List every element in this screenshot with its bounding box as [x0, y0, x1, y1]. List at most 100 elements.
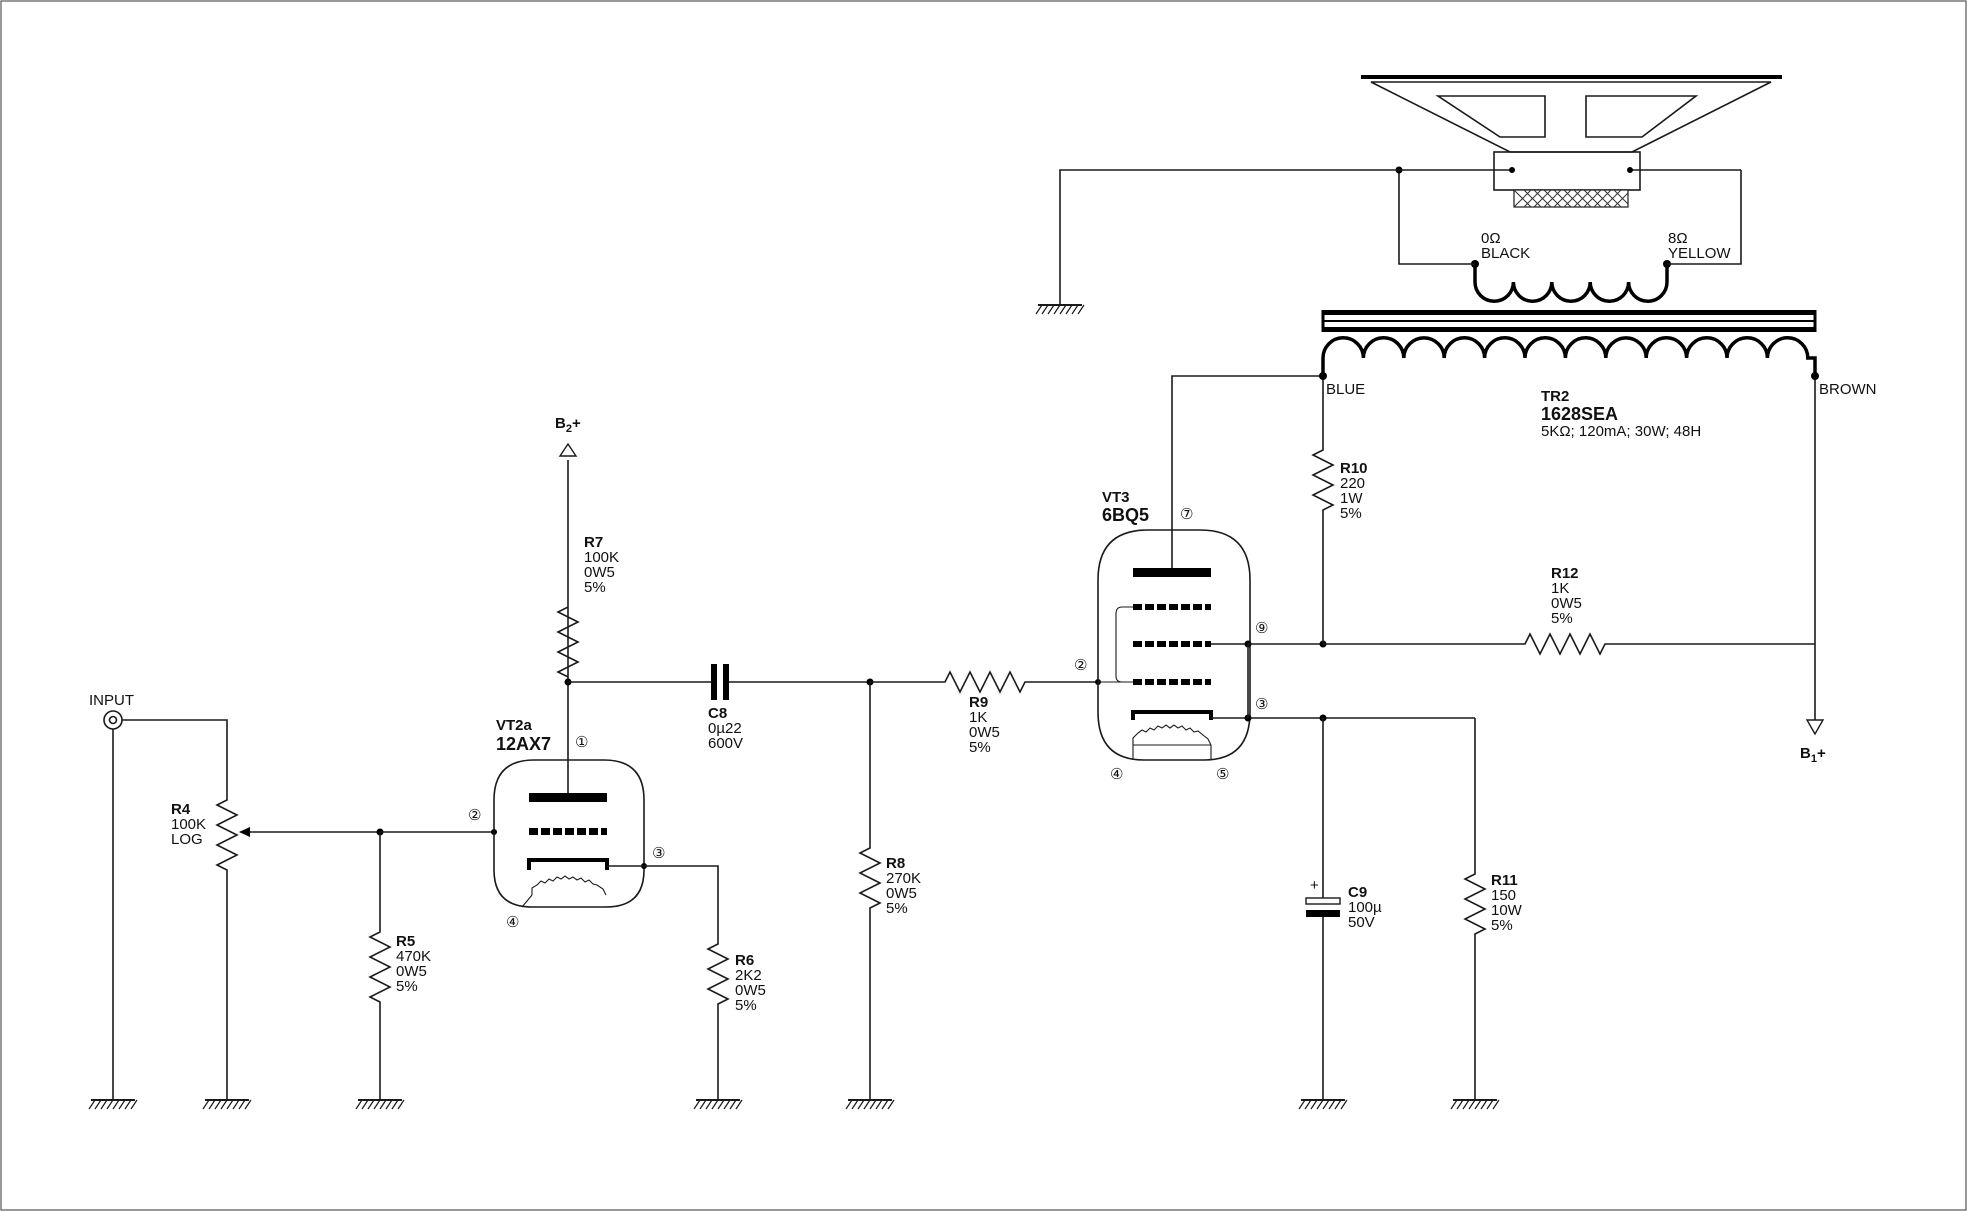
vt2a-tube: [493, 759, 645, 908]
vt3-pin-grid: ②: [1074, 656, 1087, 674]
vt3-pin-cathode: ③: [1255, 695, 1268, 713]
tr2-secondary-winding: [1471, 260, 1671, 303]
r9-resistor: [870, 670, 1098, 694]
tr2-ref: TR2: [1541, 388, 1569, 405]
vt3-anode-wire: [1171, 375, 1323, 568]
tr2-spec: 5KΩ; 120mA; 30W; 48H: [1541, 423, 1701, 440]
vt2a-pin-heater: ④: [506, 913, 519, 931]
b1-supply-label: B1+: [1800, 745, 1826, 765]
vt2a-pin-anode: ①: [575, 733, 588, 751]
vt3-tube: [1097, 529, 1251, 761]
speaker-icon: [1361, 75, 1782, 208]
secondary-right-ohm: 8Ω: [1668, 230, 1688, 247]
tr2-primary-winding: [1319, 336, 1819, 380]
r10-power: 1W: [1340, 490, 1363, 507]
r9-power: 0W5: [969, 724, 1000, 741]
c8-capacitor: [711, 664, 729, 700]
input-jack[interactable]: [103, 710, 123, 730]
c9-voltage: 50V: [1348, 914, 1375, 931]
vt3-pin-anode: ⑦: [1180, 505, 1193, 523]
r5-ref: R5: [396, 933, 415, 950]
vt2a-pin-cathode: ③: [652, 844, 665, 862]
vt3-pin-heater-a: ④: [1110, 765, 1123, 783]
vt3-pin-screen: ⑨: [1255, 619, 1268, 637]
r4-ref: R4: [171, 801, 191, 818]
primary-left-color: BLUE: [1326, 381, 1365, 398]
r11-resistor: [1463, 718, 1487, 1100]
r7-tolerance: 5%: [584, 579, 606, 596]
r10-tolerance: 5%: [1340, 505, 1362, 522]
c9-capacitor: [1305, 897, 1341, 917]
r12-tolerance: 5%: [1551, 610, 1573, 627]
r10-resistor: [1311, 376, 1335, 644]
ground-icon: [1035, 304, 1085, 315]
secondary-right-color: YELLOW: [1668, 245, 1731, 262]
r4-potentiometer: [215, 792, 239, 1100]
ground-icon: [693, 1099, 743, 1110]
r7-power: 0W5: [584, 564, 615, 581]
r10-ref: R10: [1340, 460, 1368, 477]
supply-arrow-icon: [558, 442, 578, 457]
svg-text:B2+: B2+: [555, 415, 581, 435]
r6-tolerance: 5%: [735, 997, 757, 1014]
r11-ref: R11: [1491, 872, 1518, 889]
c9-polarity: +: [1310, 877, 1319, 894]
wiper-arrow-icon: [239, 827, 250, 837]
r12-value: 1K: [1551, 580, 1569, 597]
r6-power: 0W5: [735, 982, 766, 999]
supply-arrow-icon: [1805, 719, 1825, 736]
r6-ref: R6: [735, 952, 754, 969]
ground-icon: [845, 1099, 895, 1110]
vt2a-pin-grid: ②: [468, 806, 481, 824]
r9-tolerance: 5%: [969, 739, 991, 756]
r8-value: 270K: [886, 870, 921, 887]
vt2a-ref: VT2a: [496, 717, 533, 734]
input-label: INPUT: [89, 692, 134, 709]
b2-supply-label: B2+: [555, 415, 581, 435]
speaker-wire-left: [1398, 170, 1475, 265]
r7-ref: R7: [584, 534, 603, 551]
c8-voltage: 600V: [708, 735, 743, 752]
r5-value: 470K: [396, 948, 431, 965]
r4-taper: LOG: [171, 831, 203, 848]
ground-icon: [1450, 1099, 1500, 1110]
r12-resistor: [1323, 632, 1815, 656]
r5-resistor: [368, 832, 392, 1100]
r4-value: 100K: [171, 816, 206, 833]
r5-tolerance: 5%: [396, 978, 418, 995]
c8-ref: C8: [708, 705, 727, 722]
ground-icon: [202, 1099, 252, 1110]
r6-value: 2K2: [735, 967, 762, 984]
r5-power: 0W5: [396, 963, 427, 980]
c9-ref: C9: [1348, 884, 1367, 901]
r7-value: 100K: [584, 549, 619, 566]
speaker-wire-right: [1667, 170, 1742, 265]
svg-text:B1+: B1+: [1800, 745, 1826, 765]
tr2-part: 1628SEA: [1541, 404, 1618, 424]
c8-value: 0µ22: [708, 720, 742, 737]
r12-ref: R12: [1551, 565, 1579, 582]
ground-icon: [88, 1099, 138, 1110]
r8-resistor: [858, 682, 882, 1100]
ground-icon: [355, 1099, 405, 1110]
r12-power: 0W5: [1551, 595, 1582, 612]
secondary-left-ohm: 0Ω: [1481, 230, 1501, 247]
secondary-left-color: BLACK: [1481, 245, 1530, 262]
vt3-type: 6BQ5: [1102, 505, 1149, 525]
r8-power: 0W5: [886, 885, 917, 902]
r6-resistor: [607, 865, 730, 1100]
r9-value: 1K: [969, 709, 987, 726]
r10-value: 220: [1340, 475, 1365, 492]
speaker-ground-wire: [1059, 169, 1399, 305]
r9-ref: R9: [969, 694, 988, 711]
r11-value: 150: [1491, 887, 1516, 904]
c9-value: 100µ: [1348, 899, 1382, 916]
ground-icon: [1298, 1099, 1348, 1110]
primary-right-color: BROWN: [1819, 381, 1877, 398]
input-wire: [122, 719, 228, 792]
vt3-pin-heater-b: ⑤: [1216, 765, 1229, 783]
vt2a-type: 12AX7: [496, 734, 551, 754]
r7-resistor: [556, 460, 580, 760]
